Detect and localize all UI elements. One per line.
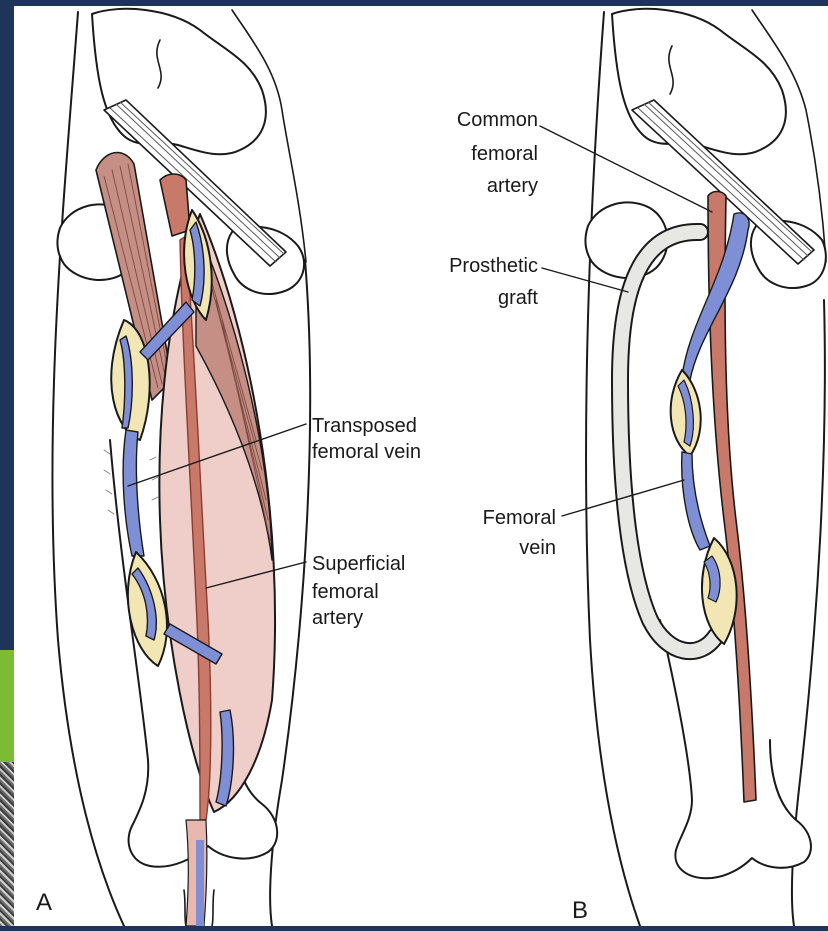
- label-common-artery-line2: femoral: [471, 143, 538, 165]
- panel-a-letter: A: [36, 889, 52, 916]
- label-superficial-artery-line2: femoral: [312, 581, 379, 603]
- anatomical-illustration: Transposed femoral vein Superficial femo…: [14, 6, 828, 926]
- label-femoral-vein-line2: vein: [519, 537, 556, 559]
- label-common-artery-line1: Common: [457, 109, 538, 131]
- label-superficial-artery-line1: Superficial: [312, 553, 405, 575]
- label-superficial-artery-line3: artery: [312, 607, 363, 629]
- label-common-artery-line3: artery: [487, 175, 538, 197]
- panel-b-thigh-outline-left: [586, 12, 640, 926]
- label-femoral-vein-line1: Femoral: [483, 507, 556, 529]
- panel-b: Common femoral artery Prosthetic graft F…: [449, 9, 826, 926]
- panel-b-letter: B: [572, 897, 588, 924]
- femoral-vessel-figure: Transposed femoral vein Superficial femo…: [14, 6, 828, 926]
- label-transposed-vein-line1: Transposed: [312, 415, 417, 437]
- label-transposed-vein-line2: femoral vein: [312, 441, 421, 463]
- label-prosthetic-graft-line2: graft: [498, 287, 538, 309]
- panel-b-femoral-vein-mid: [682, 452, 710, 550]
- panel-b-pelvis-outline: [612, 9, 786, 154]
- panel-a-artery-upper: [160, 174, 190, 236]
- panel-a-pelvis-outline: [92, 9, 266, 154]
- panel-a-vein-knee: [196, 840, 204, 926]
- panel-a: Transposed femoral vein Superficial femo…: [36, 9, 421, 926]
- label-prosthetic-graft-line1: Prosthetic: [449, 255, 538, 277]
